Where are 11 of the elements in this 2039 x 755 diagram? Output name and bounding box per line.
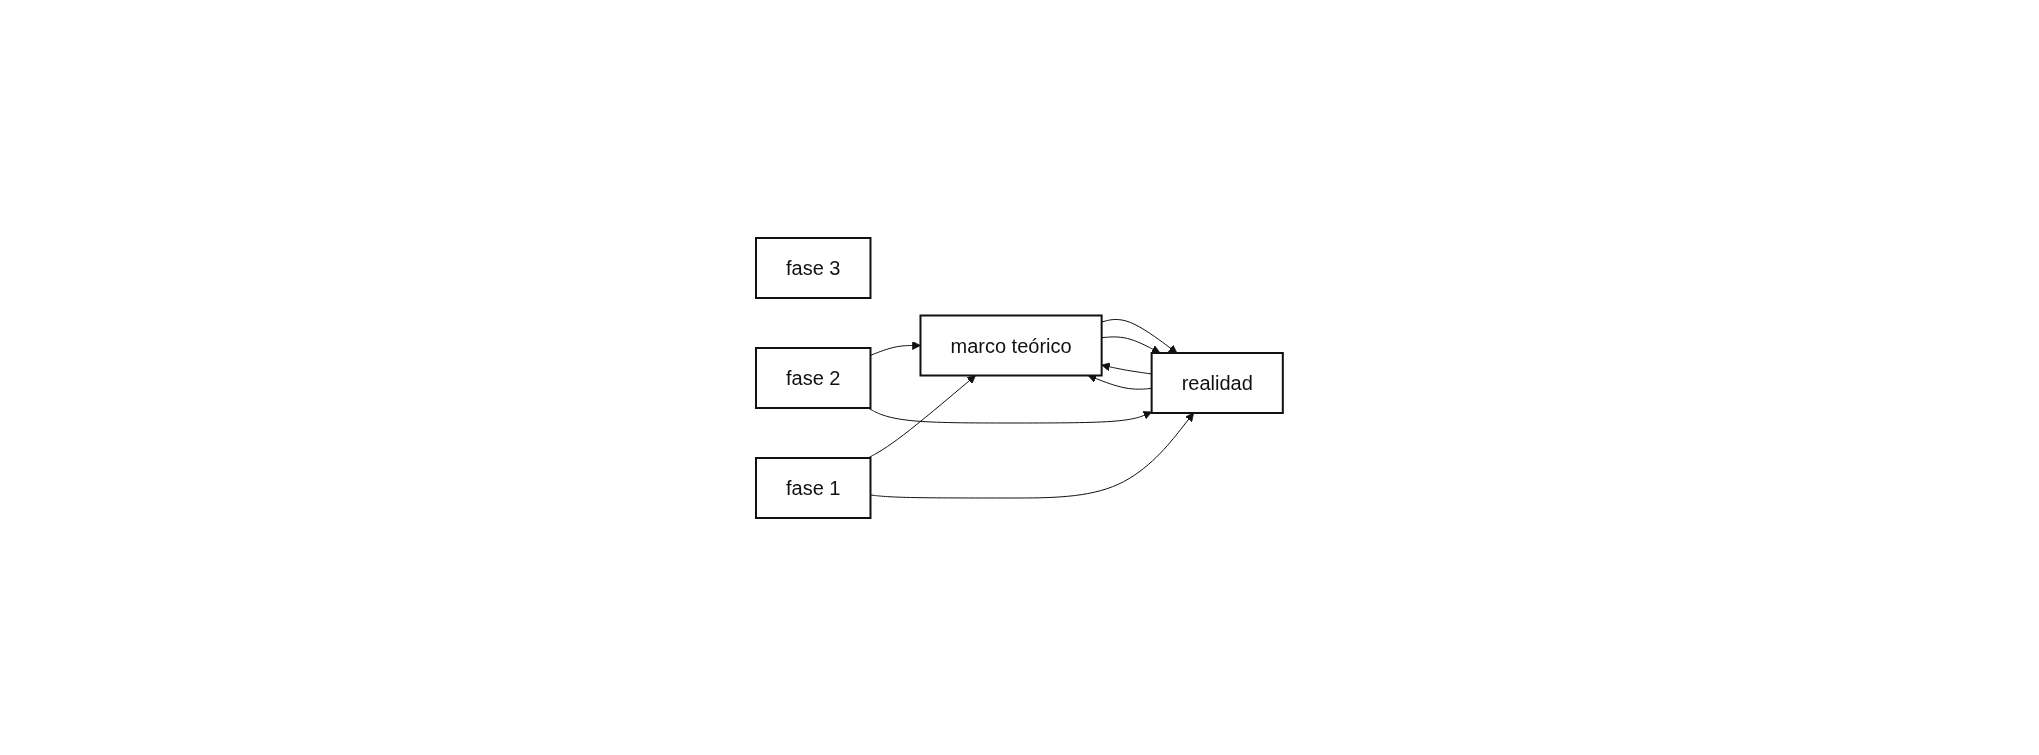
arrow bbox=[1101, 335, 1161, 353]
arrow bbox=[870, 412, 1195, 498]
node-box: fase 1 bbox=[755, 456, 872, 519]
node-box: fase 3 bbox=[755, 236, 872, 299]
arrow bbox=[1101, 318, 1178, 353]
node-box: realidad bbox=[1150, 351, 1284, 414]
arrow bbox=[867, 407, 1153, 423]
arrow bbox=[870, 340, 921, 356]
node-box: marco teórico bbox=[919, 314, 1103, 376]
node-box: fase 2 bbox=[755, 346, 872, 409]
arrow bbox=[867, 374, 976, 458]
